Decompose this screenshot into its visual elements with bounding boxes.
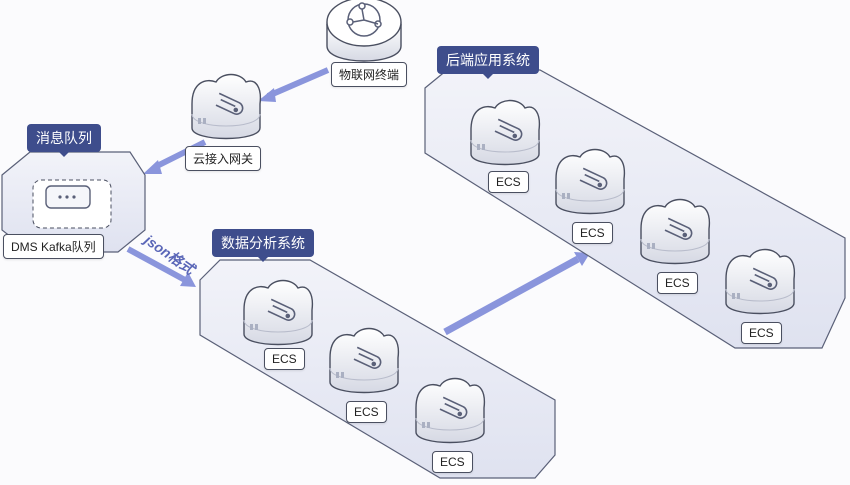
cloud-gateway-label: 云接入网关	[185, 146, 262, 171]
iot-terminal-node	[326, 0, 402, 62]
cloud-gateway-node	[191, 73, 262, 140]
ecs-server	[415, 377, 486, 444]
data-analysis-title: 数据分析系统	[212, 229, 314, 262]
ecs-server	[555, 148, 626, 215]
arrow-queue-to-analysis	[126, 246, 196, 287]
ecs-server	[329, 327, 400, 394]
backend-title: 后端应用系统	[437, 46, 539, 79]
ecs-label: ECS	[741, 322, 782, 344]
network-icon	[346, 2, 382, 37]
arrow-analysis-to-backend	[443, 252, 590, 336]
iot-terminal-label: 物联网终端	[331, 62, 408, 87]
ecs-label: ECS	[488, 171, 529, 193]
ecs-label: ECS	[264, 348, 305, 370]
ecs-label: ECS	[572, 222, 613, 244]
ecs-label: ECS	[432, 451, 473, 473]
message-queue-platform	[1, 151, 146, 253]
ecs-server	[243, 279, 314, 346]
ecs-server	[725, 248, 796, 315]
ecs-label: ECS	[657, 272, 698, 294]
ecs-label: ECS	[346, 401, 387, 423]
ecs-server	[470, 99, 541, 166]
arrow-iot-to-gateway	[258, 67, 330, 102]
ecs-server	[640, 198, 711, 265]
kafka-queue-label: DMS Kafka队列	[3, 234, 104, 259]
message-queue-title: 消息队列	[27, 124, 101, 157]
